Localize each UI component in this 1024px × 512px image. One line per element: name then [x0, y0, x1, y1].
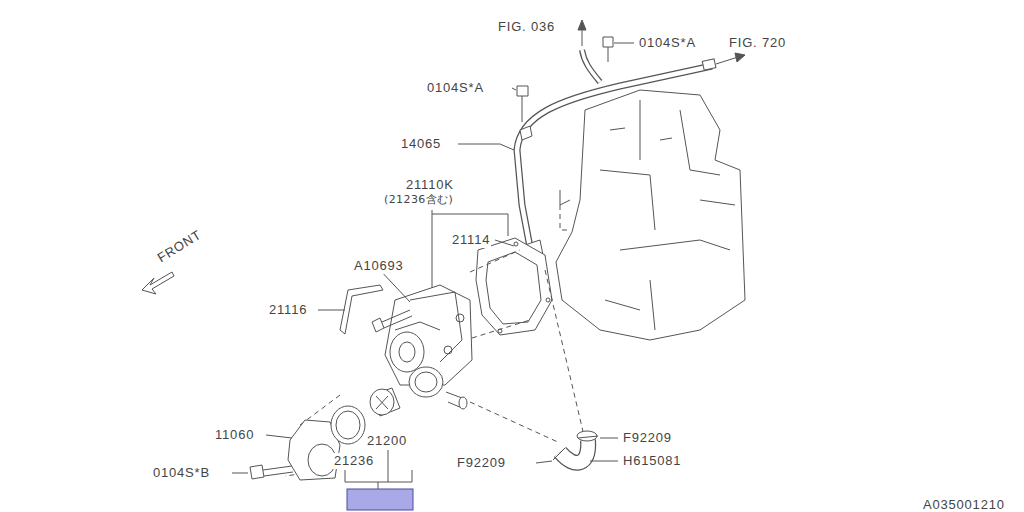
part-number: 0104S*A	[426, 80, 485, 96]
callout-number: 21116	[268, 302, 308, 318]
direction-label: FRONT	[154, 226, 206, 266]
part-number: 0104S*B	[152, 465, 211, 481]
callout-number: 21110K	[405, 177, 455, 193]
figure-ref: FIG. 720	[728, 35, 787, 51]
part-number: 0104S*A	[638, 35, 697, 51]
callout-number: 14065	[400, 136, 442, 152]
figure-ref: FIG. 036	[497, 19, 556, 35]
callout-number: 21236	[333, 453, 375, 469]
callout-number: 21200	[366, 433, 408, 449]
figure-code: A035001210	[922, 497, 1006, 512]
callout-number: F92209	[456, 455, 507, 471]
callout-note: (21236含む)	[383, 192, 454, 208]
callout-number: H615081	[622, 453, 682, 469]
callout-number: F92209	[622, 430, 673, 446]
callout-number: 21114	[451, 232, 491, 248]
callout-number: A10693	[353, 258, 405, 274]
callout-number: 11060	[214, 427, 255, 443]
